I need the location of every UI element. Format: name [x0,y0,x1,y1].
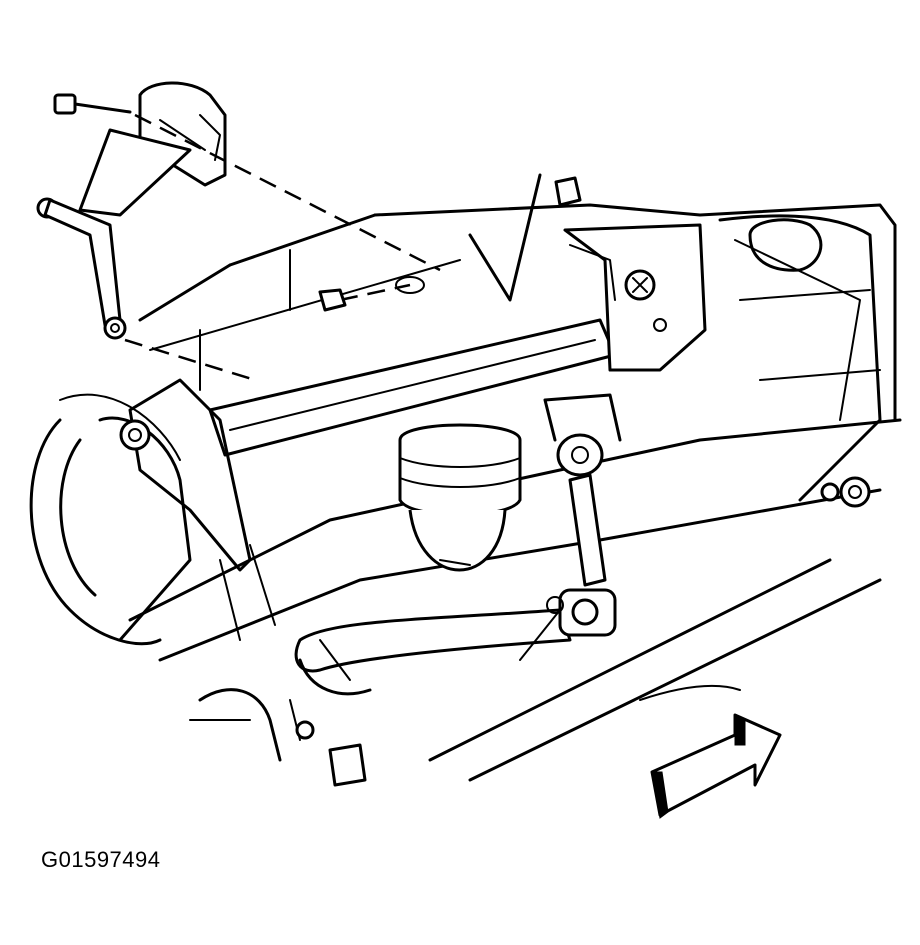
frame-rail [138,203,897,502]
left-bracket [119,378,252,572]
link-lower-bushing [546,588,617,637]
frame-nut-right [820,476,871,508]
bottom-beam [428,558,882,782]
exploded-bolt [53,93,132,115]
jounce-bumper [398,423,522,572]
exploded-nut [318,276,425,312]
brake-drum [29,393,192,646]
stabilizer-bar [294,608,572,696]
alignment-lines [124,113,441,382]
callout-bracket [468,173,582,302]
frame-bracket [563,223,707,372]
exploded-link [36,81,227,340]
front-direction-arrow-icon [650,713,782,819]
lower-components [189,688,367,787]
stabilizer-link [543,393,622,587]
figure-code-label: G01597494 [41,847,161,872]
